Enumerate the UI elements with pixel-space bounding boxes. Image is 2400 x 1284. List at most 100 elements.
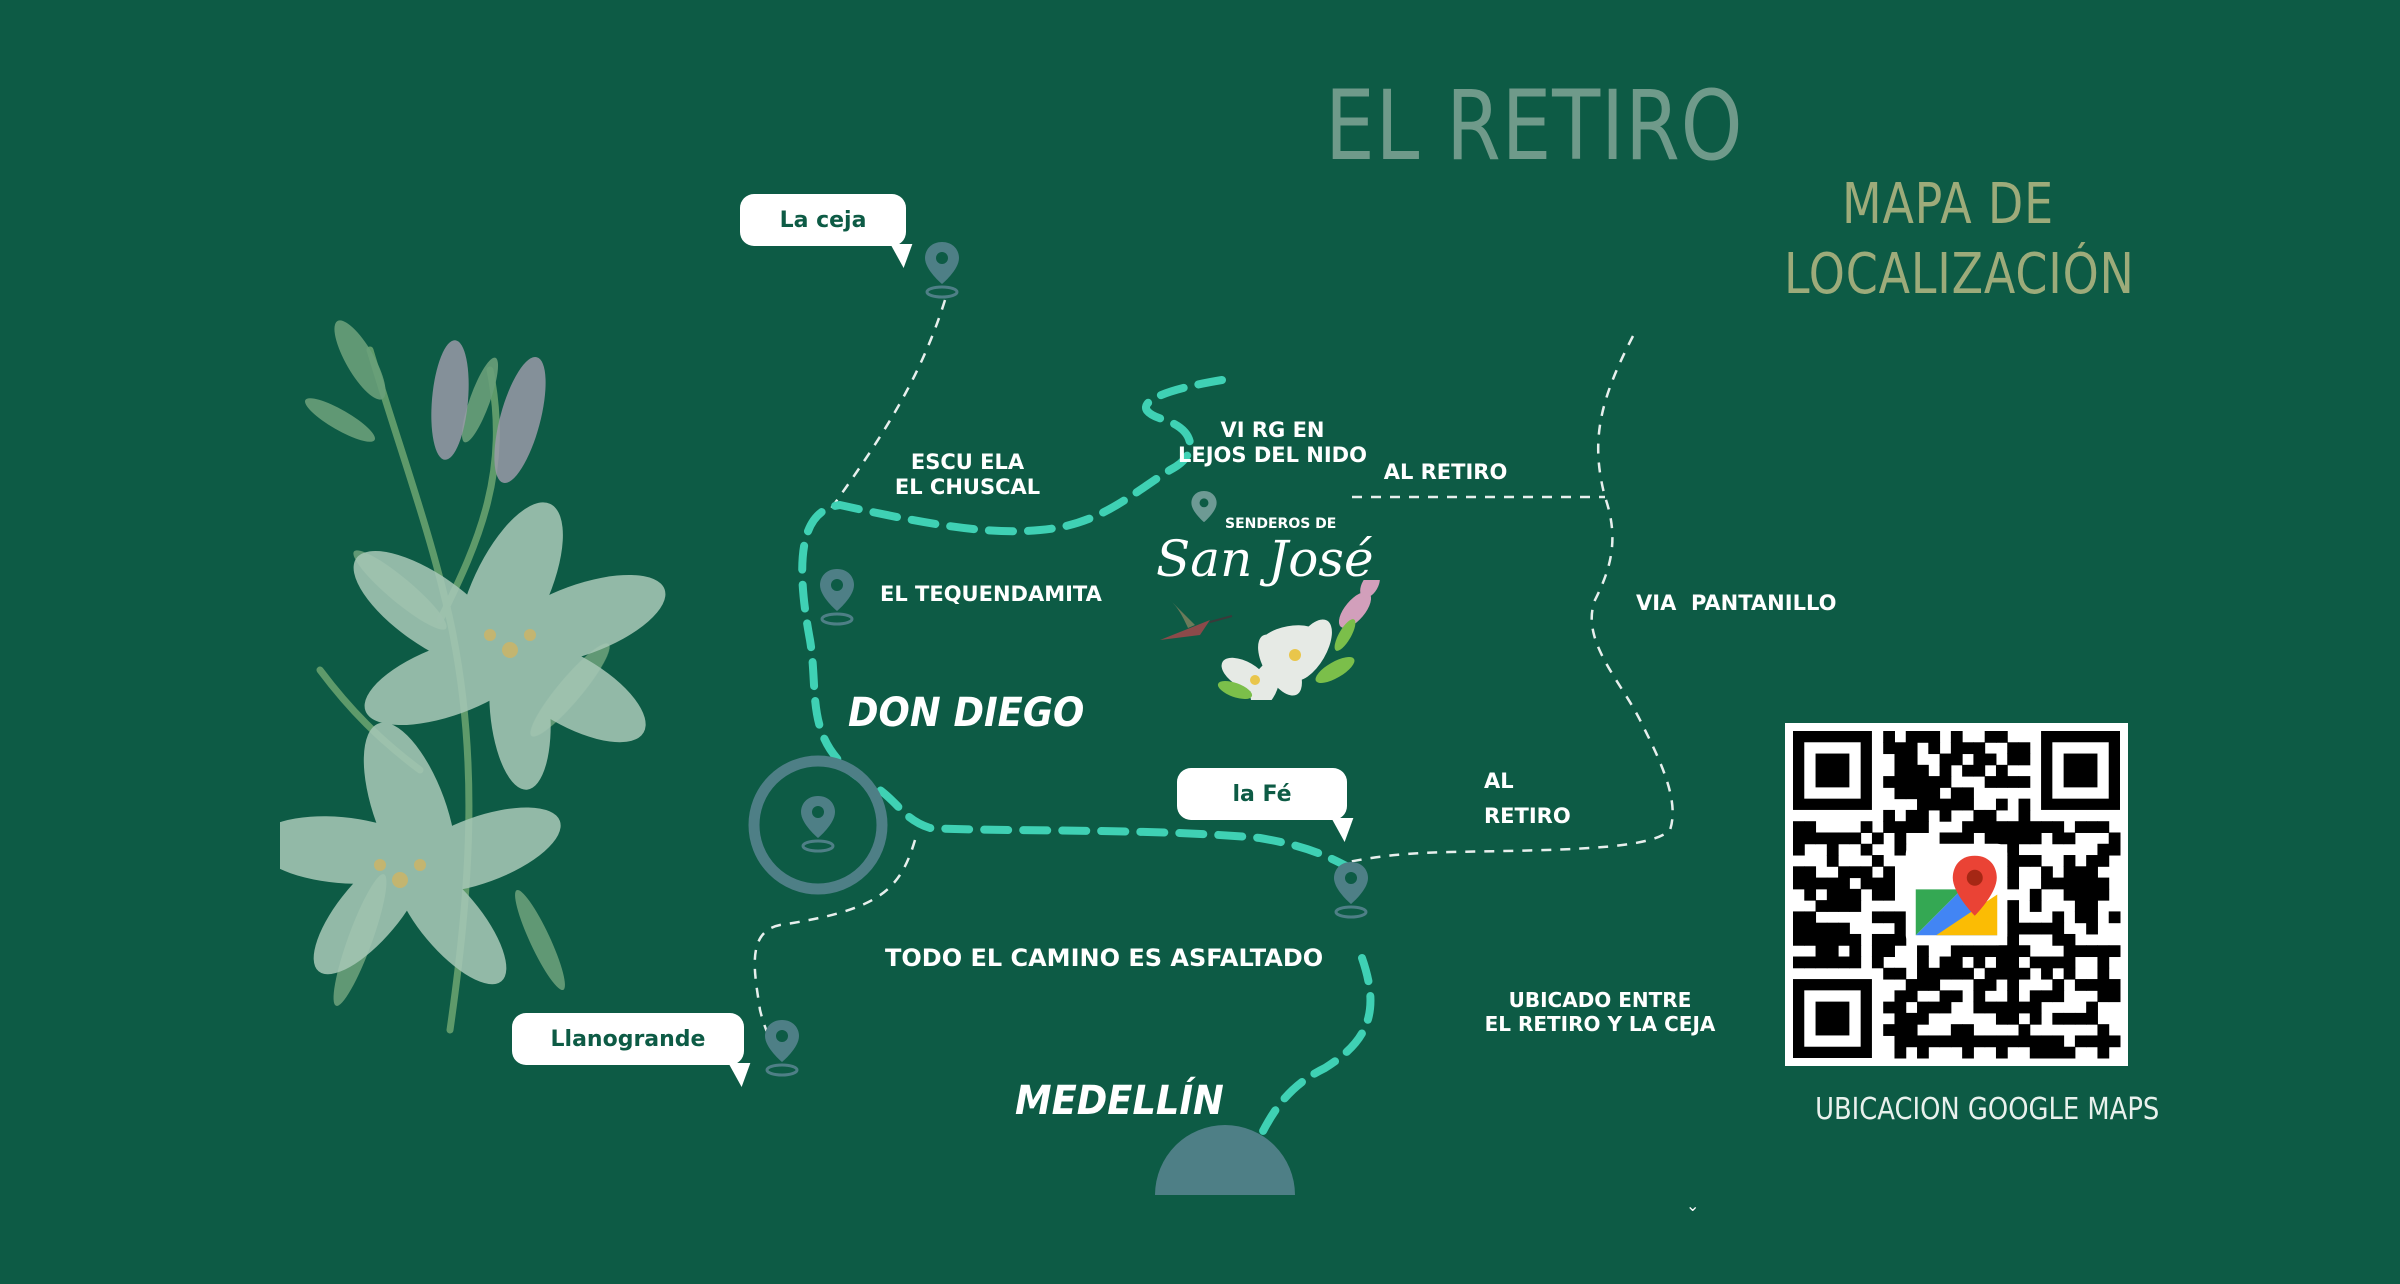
city-don-diego: DON DIEGO: [848, 690, 1085, 736]
qr-module: [1883, 911, 1895, 924]
qr-module: [1849, 900, 1862, 912]
label-ubicado-line1: UBICADO ENTRE: [1508, 988, 1692, 1012]
qr-module: [2052, 1046, 2065, 1059]
route-to-medellin: [1246, 954, 1375, 1164]
qr-module: [2108, 990, 2121, 1003]
qr-module: [2074, 1012, 2087, 1025]
qr-module: [1793, 911, 1805, 924]
qr-module: [1950, 945, 1963, 958]
road-la-ceja: [828, 299, 947, 511]
qr-module: [1962, 787, 1974, 800]
qr-module: [1826, 922, 1839, 935]
qr-module: [2097, 821, 2110, 833]
qr-module: [2097, 843, 2110, 856]
qr-caption: UBICACION GOOGLE MAPS: [1815, 1092, 2160, 1127]
map-title: EL RETIRO: [1325, 70, 1744, 182]
bubble-llanogrande: Llanogrande: [512, 1013, 744, 1065]
qr-module: [2063, 945, 2076, 958]
qr-module: [1973, 821, 1986, 833]
qr-module: [2018, 821, 2031, 833]
qr-module: [1793, 877, 1805, 890]
qr-module: [1995, 1012, 2008, 1025]
qr-module: [2086, 1035, 2098, 1048]
qr-module: [1871, 855, 1884, 867]
qr-module: [1883, 821, 1895, 833]
qr-module: [1939, 990, 1952, 1003]
qr-module: [2018, 776, 2031, 788]
qr-module: [2052, 1035, 2065, 1048]
qr-module: [2007, 990, 2020, 1003]
qr-module: [1894, 1035, 1907, 1048]
qr-module: [1849, 832, 1862, 845]
qr-module: [1894, 1024, 1907, 1036]
qr-module: [2007, 821, 2020, 833]
qr-module: [1950, 753, 1963, 766]
qr-module: [1838, 922, 1850, 935]
qr-module: [2041, 866, 2053, 879]
qr-module: [1804, 933, 1817, 946]
qr-module: [1917, 776, 1929, 788]
qr-module: [2086, 855, 2098, 867]
qr-module: [2086, 888, 2098, 901]
qr-module: [2041, 877, 2053, 890]
qr-module: [2052, 990, 2065, 1003]
qr-module: [2018, 1024, 2031, 1036]
qr-module: [1793, 922, 1805, 935]
qr-module: [1793, 956, 1805, 969]
qr-module: [1905, 764, 1918, 777]
qr-module: [2052, 956, 2065, 969]
qr-module: [1826, 956, 1839, 969]
road-via-pantanillo: [1347, 335, 1674, 864]
qr-module: [1804, 922, 1817, 935]
qr-module: [2086, 866, 2098, 879]
qr-module: [2052, 933, 2065, 946]
qr-module: [2063, 1046, 2076, 1059]
qr-module: [1962, 945, 1974, 958]
qr-module: [1917, 1046, 1929, 1059]
qr-module: [2063, 967, 2076, 980]
qr-module: [1984, 809, 1997, 822]
qr-module: [2018, 798, 2031, 811]
pin-icon: [801, 796, 835, 853]
qr-module: [1984, 1035, 1997, 1048]
qr-module: [2086, 1001, 2098, 1014]
qr-module: [1984, 776, 1997, 788]
qr-module: [2086, 900, 2098, 912]
qr-module: [2086, 979, 2098, 991]
qr-module: [1826, 855, 1839, 867]
qr-module: [1939, 753, 1952, 766]
qr-module: [1917, 1035, 1929, 1048]
qr-module: [1962, 967, 1974, 980]
qr-module: [1894, 967, 1907, 980]
qr-module: [1815, 922, 1828, 935]
lily-flower-illustration: [280, 320, 666, 1034]
qr-module: [1950, 956, 1963, 969]
qr-module: [1826, 945, 1839, 958]
qr-module: [1804, 866, 1817, 879]
qr-module: [1950, 990, 1963, 1003]
qr-module: [1973, 956, 1986, 969]
qr-module: [2041, 1035, 2053, 1048]
qr-module: [1815, 956, 1828, 969]
qr-module: [1962, 798, 1974, 811]
qr-module: [1950, 967, 1963, 980]
qr-module: [1917, 945, 1929, 958]
bubble-la-fe: la Fé: [1177, 768, 1347, 820]
qr-module: [2108, 945, 2121, 958]
qr-module: [1928, 979, 1941, 991]
qr-module: [2018, 753, 2031, 766]
pin-icon: [820, 569, 854, 626]
qr-module: [2074, 911, 2087, 924]
qr-module: [1917, 967, 1929, 980]
google-maps-qr-code[interactable]: G: [1785, 723, 2128, 1066]
map-subtitle-line2: LOCALIZACIÓN: [1784, 242, 2135, 307]
qr-module: [1939, 764, 1952, 777]
qr-module: [1984, 832, 1997, 845]
qr-module: [1804, 832, 1817, 845]
label-al-retiro-2-line1: AL: [1484, 769, 1514, 793]
qr-module: [1962, 1046, 1974, 1059]
qr-module: [1793, 933, 1805, 946]
qr-module: [1939, 798, 1952, 811]
qr-module: [1995, 1001, 2008, 1014]
qr-module: [2074, 888, 2087, 901]
